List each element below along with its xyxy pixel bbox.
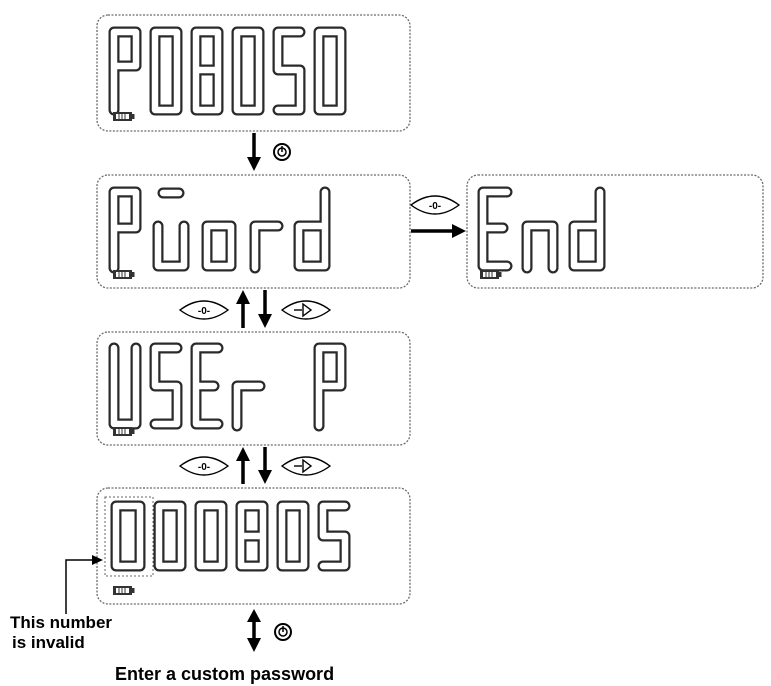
right-button-icon [280, 300, 332, 320]
left-button-icon: -0- [178, 456, 230, 476]
mode-button-icon [273, 143, 291, 161]
lcd-panel-digits: 000805 [96, 487, 411, 605]
arrow-up-2 [236, 290, 250, 328]
battery-icon [113, 427, 135, 436]
battery-icon [113, 270, 135, 279]
invalid-digit-pointer [65, 555, 103, 614]
left-button-icon: -0- [409, 195, 461, 215]
arrow-down-1 [247, 133, 261, 171]
lcd-panel-p08050: P08050 [96, 14, 411, 132]
left-button-icon: -0- [178, 300, 230, 320]
lcd-panel-pword: Pword [96, 174, 411, 289]
arrow-down-2 [258, 290, 272, 328]
confirm-button-icon [274, 623, 292, 641]
arrow-double-vertical [247, 609, 261, 652]
svg-text:-0-: -0- [429, 201, 441, 212]
lcd-text-user-p: USEr P [108, 342, 347, 432]
arrow-down-3 [258, 447, 272, 484]
arrow-up-3 [236, 447, 250, 484]
battery-icon [113, 112, 135, 121]
invalid-digit-highlight [104, 496, 154, 577]
invalid-caption-line2: is invalid [12, 633, 85, 652]
lcd-text-end: End [477, 186, 606, 274]
svg-text:-0-: -0- [198, 306, 210, 317]
arrow-right [411, 224, 466, 238]
battery-icon [480, 270, 502, 279]
lcd-panel-user-p: USEr P [96, 331, 411, 446]
right-button-icon [280, 456, 332, 476]
lcd-panel-end: End [466, 174, 764, 289]
custom-password-caption: Enter a custom password [115, 664, 334, 684]
lcd-text-pword: Pword [108, 186, 331, 274]
svg-text:-0-: -0- [198, 462, 210, 473]
lcd-text-p08050: P08050 [108, 26, 347, 116]
lcd-text-digits: 000805 [110, 500, 351, 572]
battery-icon [113, 586, 135, 595]
invalid-caption-line1: This number [10, 613, 112, 632]
